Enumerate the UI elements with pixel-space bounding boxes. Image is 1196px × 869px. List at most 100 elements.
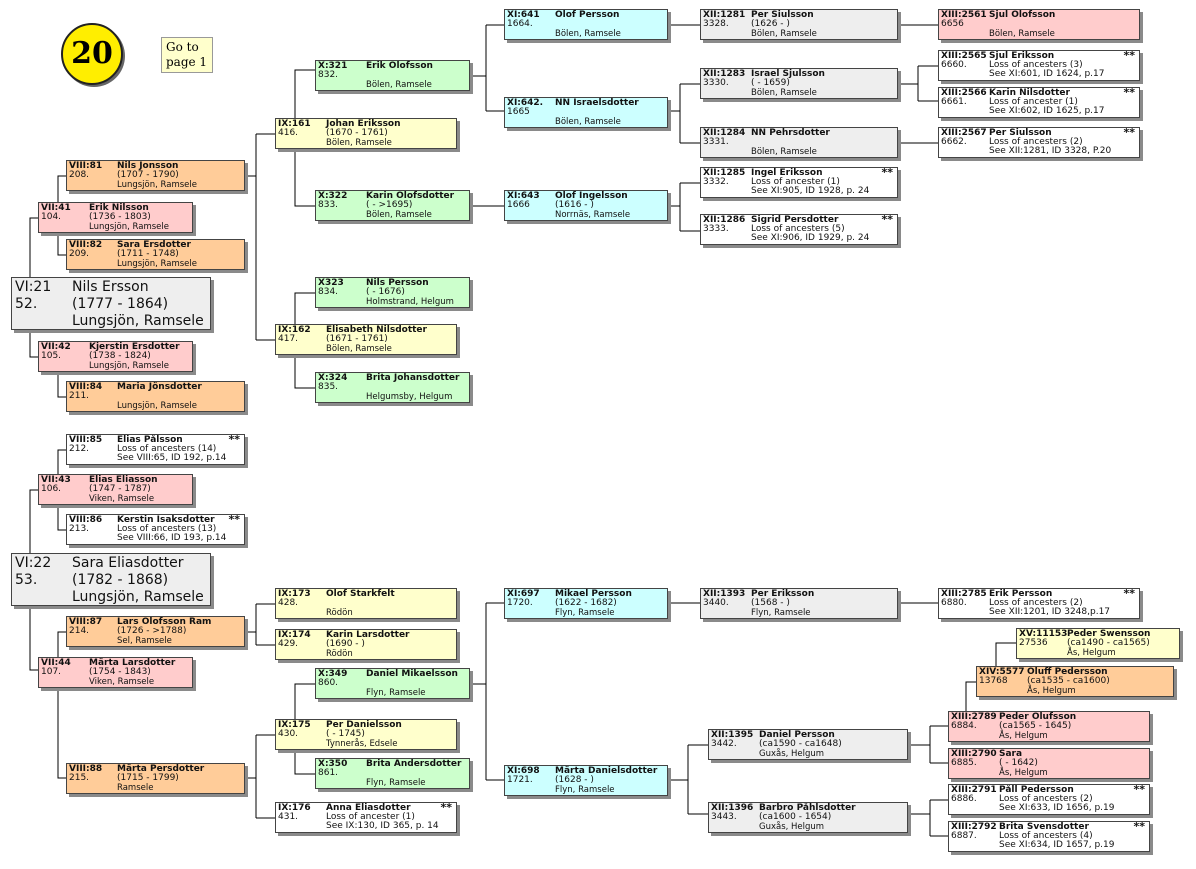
person-place: Flyn, Ramsele	[555, 785, 615, 795]
person-number: 429.	[278, 639, 299, 649]
person-number: 104.	[41, 212, 62, 222]
person-code: XII:1281	[703, 10, 746, 20]
person-number: 6660.	[941, 60, 967, 70]
person-place: Bölen, Ramsele	[326, 344, 392, 354]
person-number: 431.	[278, 812, 299, 822]
ancestor-loss-note: Loss of ancesters (2)	[999, 794, 1093, 804]
go-to-page-link[interactable]: Go to page 1	[161, 37, 213, 73]
person-name: Nils Ersson	[72, 279, 149, 295]
person-code: VII:44	[41, 658, 71, 668]
person-dates: ( - 1676)	[366, 287, 405, 297]
person-dates: (ca1490 - ca1565)	[1067, 638, 1150, 648]
person-dates: (1754 - 1843)	[89, 667, 151, 677]
duplicate-marker: **	[228, 434, 240, 446]
person-name: Olof Ingelsson	[555, 191, 628, 201]
person-number: 13768	[979, 676, 1008, 686]
person-number: 860.	[318, 678, 339, 688]
person-name: Brita Johansdotter	[366, 373, 460, 383]
person-code: VII:43	[41, 475, 71, 485]
person-code: X323	[318, 278, 344, 288]
person-name: Elias Eliasson	[89, 475, 158, 485]
person-name: Sjul Eriksson	[989, 51, 1055, 61]
person-name: Mikael Persson	[555, 589, 632, 599]
person-code: IX:161	[278, 119, 311, 129]
person-place: Bölen, Ramsele	[751, 29, 817, 39]
person-name: Per Eriksson	[751, 589, 815, 599]
person-place: Lungsjön, Ramsele	[72, 589, 204, 605]
person-code: X:349	[318, 669, 348, 679]
person-name: Sara Eliasdotter	[72, 555, 184, 571]
person-code: XIV:5577	[979, 667, 1025, 677]
person-place: Flyn, Ramsele	[751, 608, 811, 618]
person-number: 3440.	[703, 598, 729, 608]
person-dates: (1726 - >1788)	[117, 626, 187, 636]
person-number: 3330.	[703, 78, 729, 88]
person-code: VIII:84	[69, 382, 103, 392]
person-number: 1720.	[507, 598, 533, 608]
duplicate-marker: **	[881, 214, 893, 226]
person-place: Norrnäs, Ramsele	[555, 210, 631, 220]
person-name: Maria Jönsdotter	[117, 382, 202, 392]
duplicate-marker: **	[1123, 127, 1135, 139]
person-name: Daniel Persson	[759, 730, 835, 740]
person-number: 3332.	[703, 177, 729, 187]
person-name: NN Israelsdotter	[555, 98, 639, 108]
person-dates: (ca1600 - 1654)	[759, 812, 832, 822]
person-place: Lungsjön, Ramsele	[89, 222, 169, 232]
person-number: 214.	[69, 626, 90, 636]
person-place: Ås, Helgum	[999, 731, 1048, 741]
person-place: Ramsele	[117, 783, 154, 793]
person-code: XIII:2566	[941, 88, 987, 98]
person-name: Erik Persson	[989, 589, 1053, 599]
